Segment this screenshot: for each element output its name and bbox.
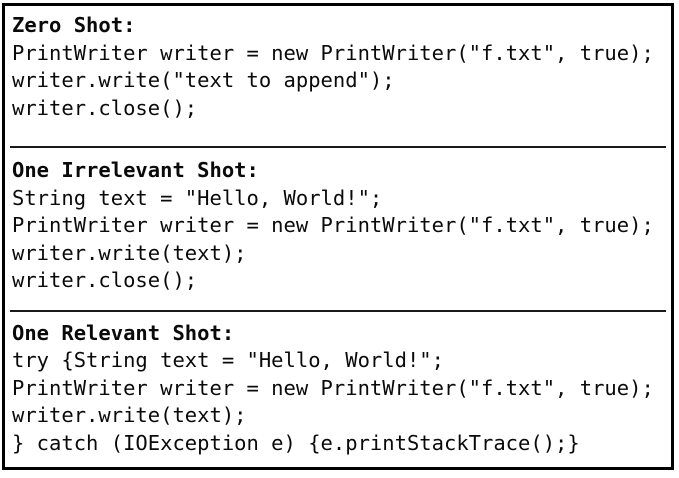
code-line: writer.write("text to append");: [12, 68, 395, 92]
code-line: writer.write(text);: [12, 240, 247, 265]
section-zero-shot: Zero Shot: PrintWriter writer = new Prin…: [5, 6, 671, 146]
code-line: writer.close();: [12, 95, 198, 120]
code-line: PrintWriter writer = new PrintWriter("f.…: [12, 40, 654, 65]
code-line: PrintWriter writer = new PrintWriter("f.…: [12, 213, 654, 237]
section-divider: [10, 309, 666, 312]
code-line: String text = "Hello, World!";: [12, 185, 383, 210]
code-line: PrintWriter writer = new PrintWriter("f.…: [12, 375, 654, 400]
section-title-one-relevant-shot: One Relevant Shot:: [12, 320, 235, 345]
code-line: writer.close();: [12, 268, 198, 292]
section-one-relevant-shot: One Relevant Shot: try {String text = "H…: [5, 312, 671, 462]
section-divider: [10, 146, 666, 148]
section-one-irrelevant-shot: One Irrelevant Shot: String text = "Hell…: [5, 148, 671, 310]
code-line: } catch (IOException e) {e.printStackTra…: [12, 430, 580, 455]
code-line: writer.write(text);: [12, 403, 247, 427]
code-line: try {String text = "Hello, World!";: [12, 348, 444, 372]
code-figure-frame: Zero Shot: PrintWriter writer = new Prin…: [2, 3, 674, 470]
section-title-one-irrelevant-shot: One Irrelevant Shot:: [12, 158, 259, 182]
section-title-zero-shot: Zero Shot:: [12, 13, 136, 37]
